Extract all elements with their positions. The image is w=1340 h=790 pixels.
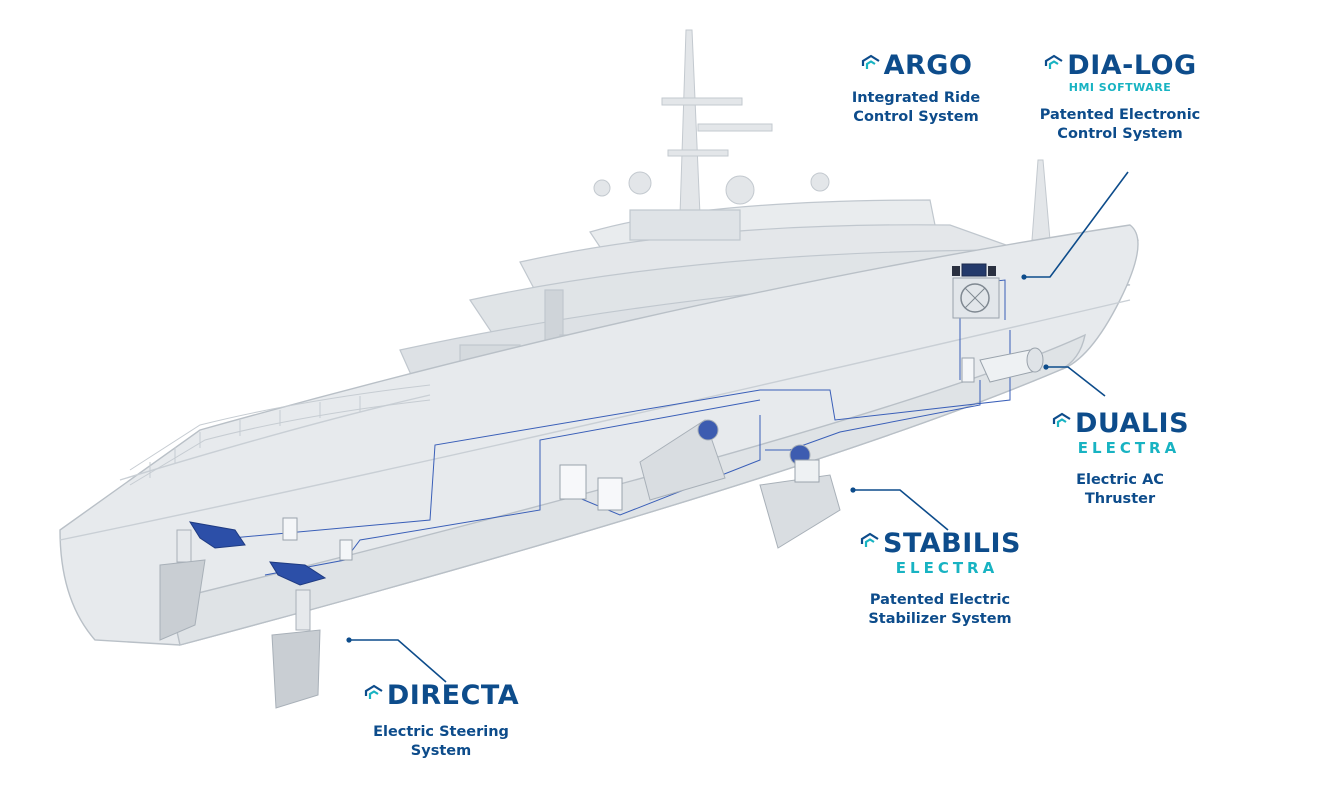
- dualis-label: DUALIS ELECTRA Electric AC Thruster: [1040, 410, 1200, 509]
- directa-description: Electric Steering System: [373, 724, 509, 759]
- hexagon-chevron-logo-icon: [1045, 54, 1063, 69]
- dialog-description: Patented Electronic Control System: [1039, 107, 1201, 142]
- stabilizer-fins: [639, 419, 841, 549]
- argo-label: ARGO Integrated Ride Control System: [830, 52, 1002, 127]
- stabilis-description: Patented Electric Stabilizer System: [868, 592, 1012, 627]
- dualis-description: Electric AC Thruster: [1076, 472, 1164, 507]
- dualis-brand: DUALIS: [1040, 410, 1200, 437]
- hexagon-chevron-logo-icon: [364, 684, 383, 699]
- dualis-subtitle: ELECTRA: [1077, 439, 1181, 457]
- dialog-brand: DIA-LOG: [1030, 52, 1210, 79]
- bridge-console: [952, 263, 1000, 319]
- dialog-subtitle: HMI SOFTWARE: [1068, 81, 1172, 94]
- bow-mast: [1031, 159, 1051, 241]
- rudders: [159, 529, 321, 709]
- deck-railing: [129, 384, 431, 486]
- hexagon-chevron-logo-icon: [1052, 412, 1071, 427]
- hexagon-chevron-logo-icon: [861, 54, 880, 69]
- directa-brand: DIRECTA: [356, 682, 526, 709]
- argo-name: ARGO: [883, 50, 973, 81]
- stabilis-subtitle: ELECTRA: [895, 559, 999, 577]
- leader-lines: [346, 171, 1129, 683]
- stabilis-label: STABILIS ELECTRA Patented Electric Stabi…: [850, 530, 1030, 629]
- stabilis-name: STABILIS: [883, 528, 1021, 559]
- steering-actuators: [188, 521, 327, 586]
- mast: [593, 29, 830, 216]
- control-cabinets: [282, 357, 975, 561]
- bow-thruster: [979, 347, 1044, 383]
- dualis-name: DUALIS: [1074, 408, 1190, 439]
- directa-name: DIRECTA: [386, 680, 520, 711]
- dialog-name: DIA-LOG: [1067, 50, 1197, 81]
- directa-label: DIRECTA Electric Steering System: [356, 682, 526, 761]
- argo-description: Integrated Ride Control System: [851, 90, 981, 125]
- stabilis-brand: STABILIS: [850, 530, 1030, 557]
- argo-brand: ARGO: [830, 52, 1002, 79]
- dialog-label: DIA-LOG HMI SOFTWARE Patented Electronic…: [1030, 52, 1210, 144]
- hexagon-chevron-logo-icon: [860, 532, 879, 547]
